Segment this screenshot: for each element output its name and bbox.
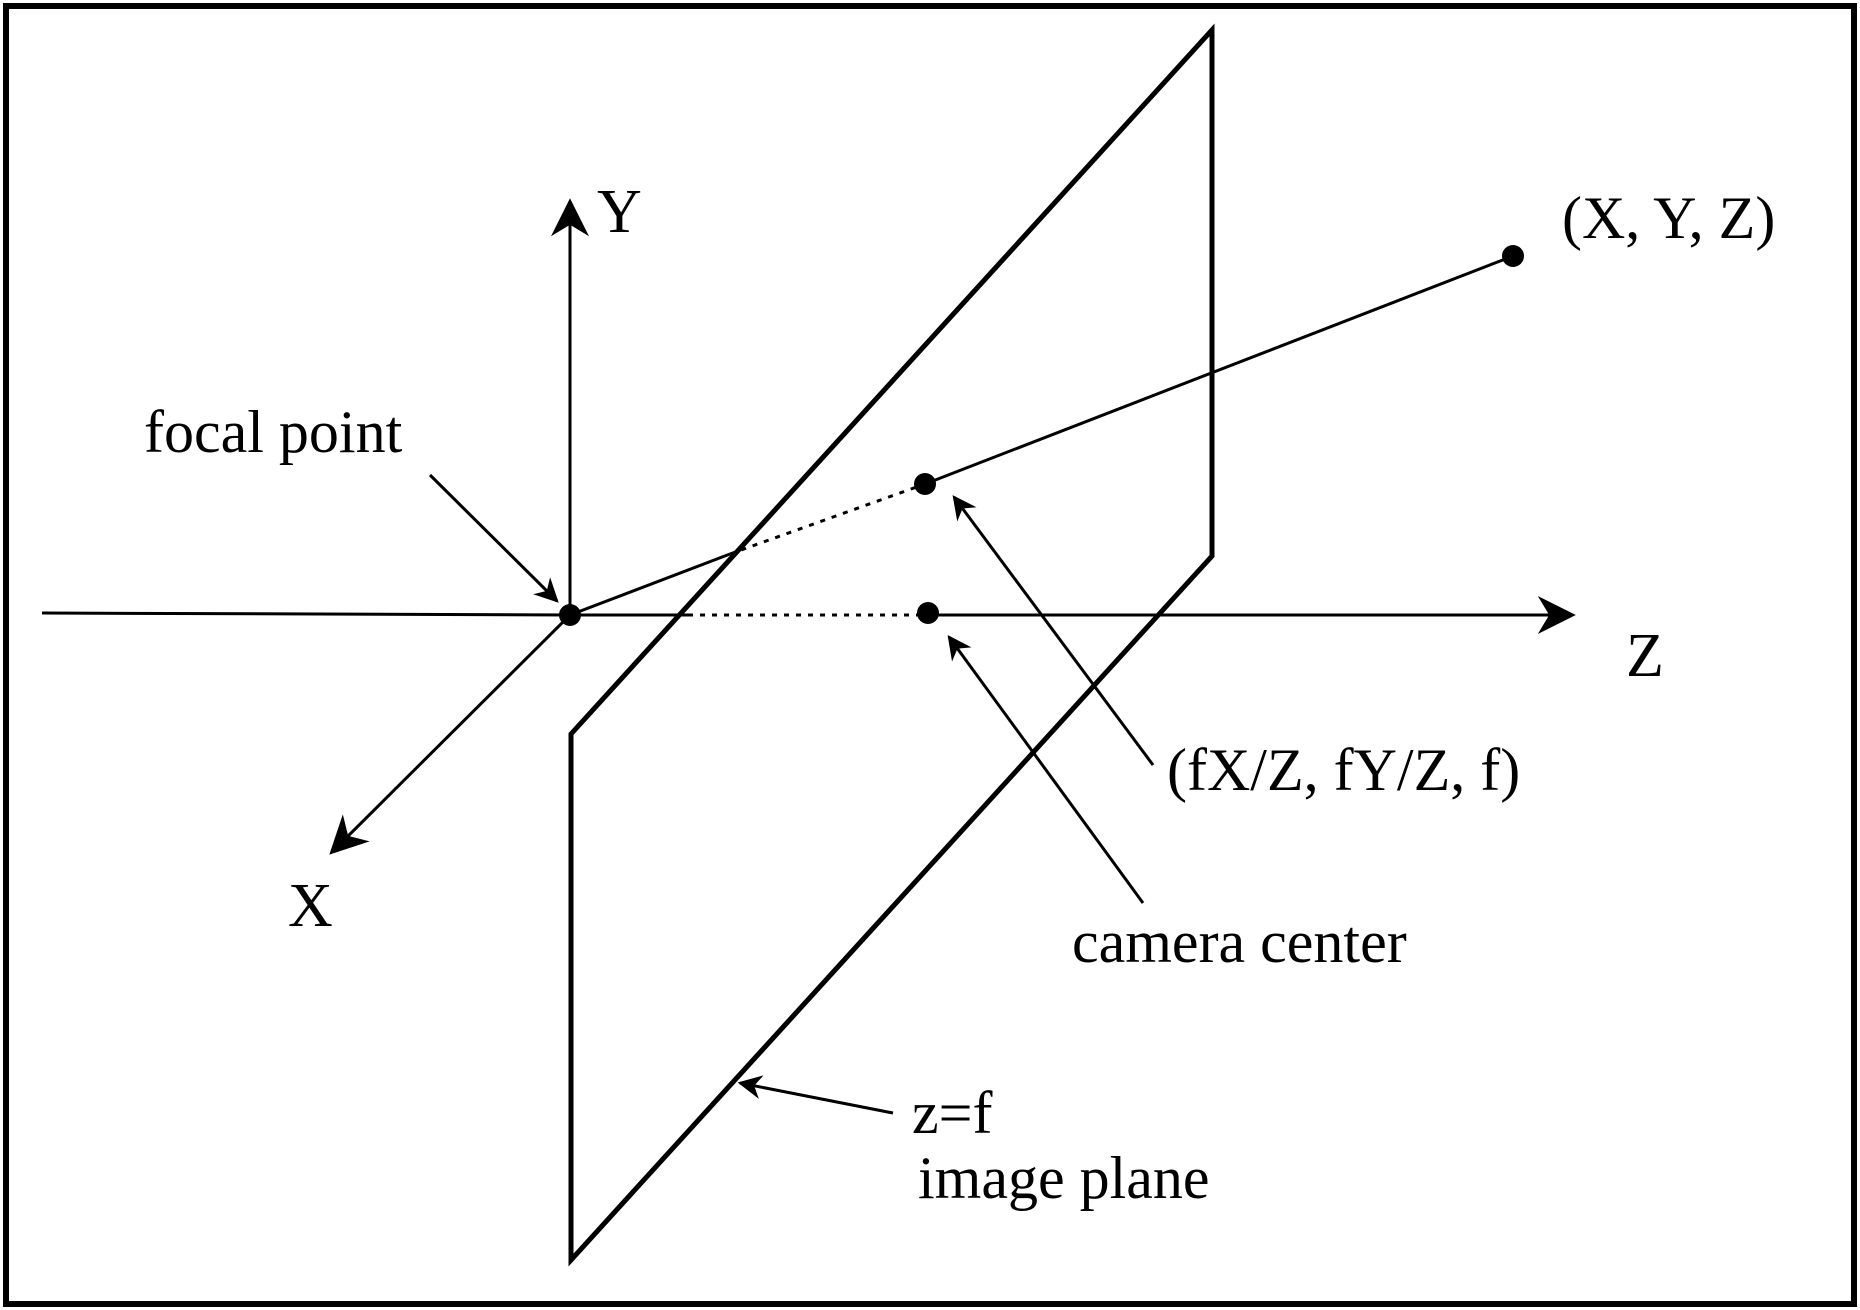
camera-center-leader xyxy=(947,635,1145,904)
focal-point-label: focal point xyxy=(144,399,403,465)
focal-point-dot xyxy=(559,604,581,626)
y-axis-label: Y xyxy=(597,178,642,246)
projection-ray-near xyxy=(569,552,731,617)
image-plane-label: image plane xyxy=(918,1145,1210,1211)
world-point-dot xyxy=(1502,245,1524,267)
projection-ray-hidden xyxy=(729,482,926,556)
image-point-leader xyxy=(952,495,1155,766)
image-plane xyxy=(568,23,1215,1267)
focal-point-leader xyxy=(428,473,559,603)
projection-ray-far xyxy=(924,254,1514,486)
plane-equation-label: z=f xyxy=(912,1080,992,1146)
z-axis-label: Z xyxy=(1626,622,1664,690)
world-point-label: (X, Y, Z) xyxy=(1562,185,1775,251)
image-plane-leader xyxy=(737,1075,894,1115)
image-point-dot xyxy=(914,473,936,495)
camera-center-label: camera center xyxy=(1072,909,1407,975)
x-axis-arrow xyxy=(329,613,572,855)
image-point-label: (fX/Z, fY/Z, f) xyxy=(1167,737,1520,803)
diagram-frame xyxy=(3,3,1857,1307)
optical-axis-left xyxy=(41,611,571,617)
x-axis-label: X xyxy=(288,872,333,940)
camera-center-dot xyxy=(917,602,939,624)
